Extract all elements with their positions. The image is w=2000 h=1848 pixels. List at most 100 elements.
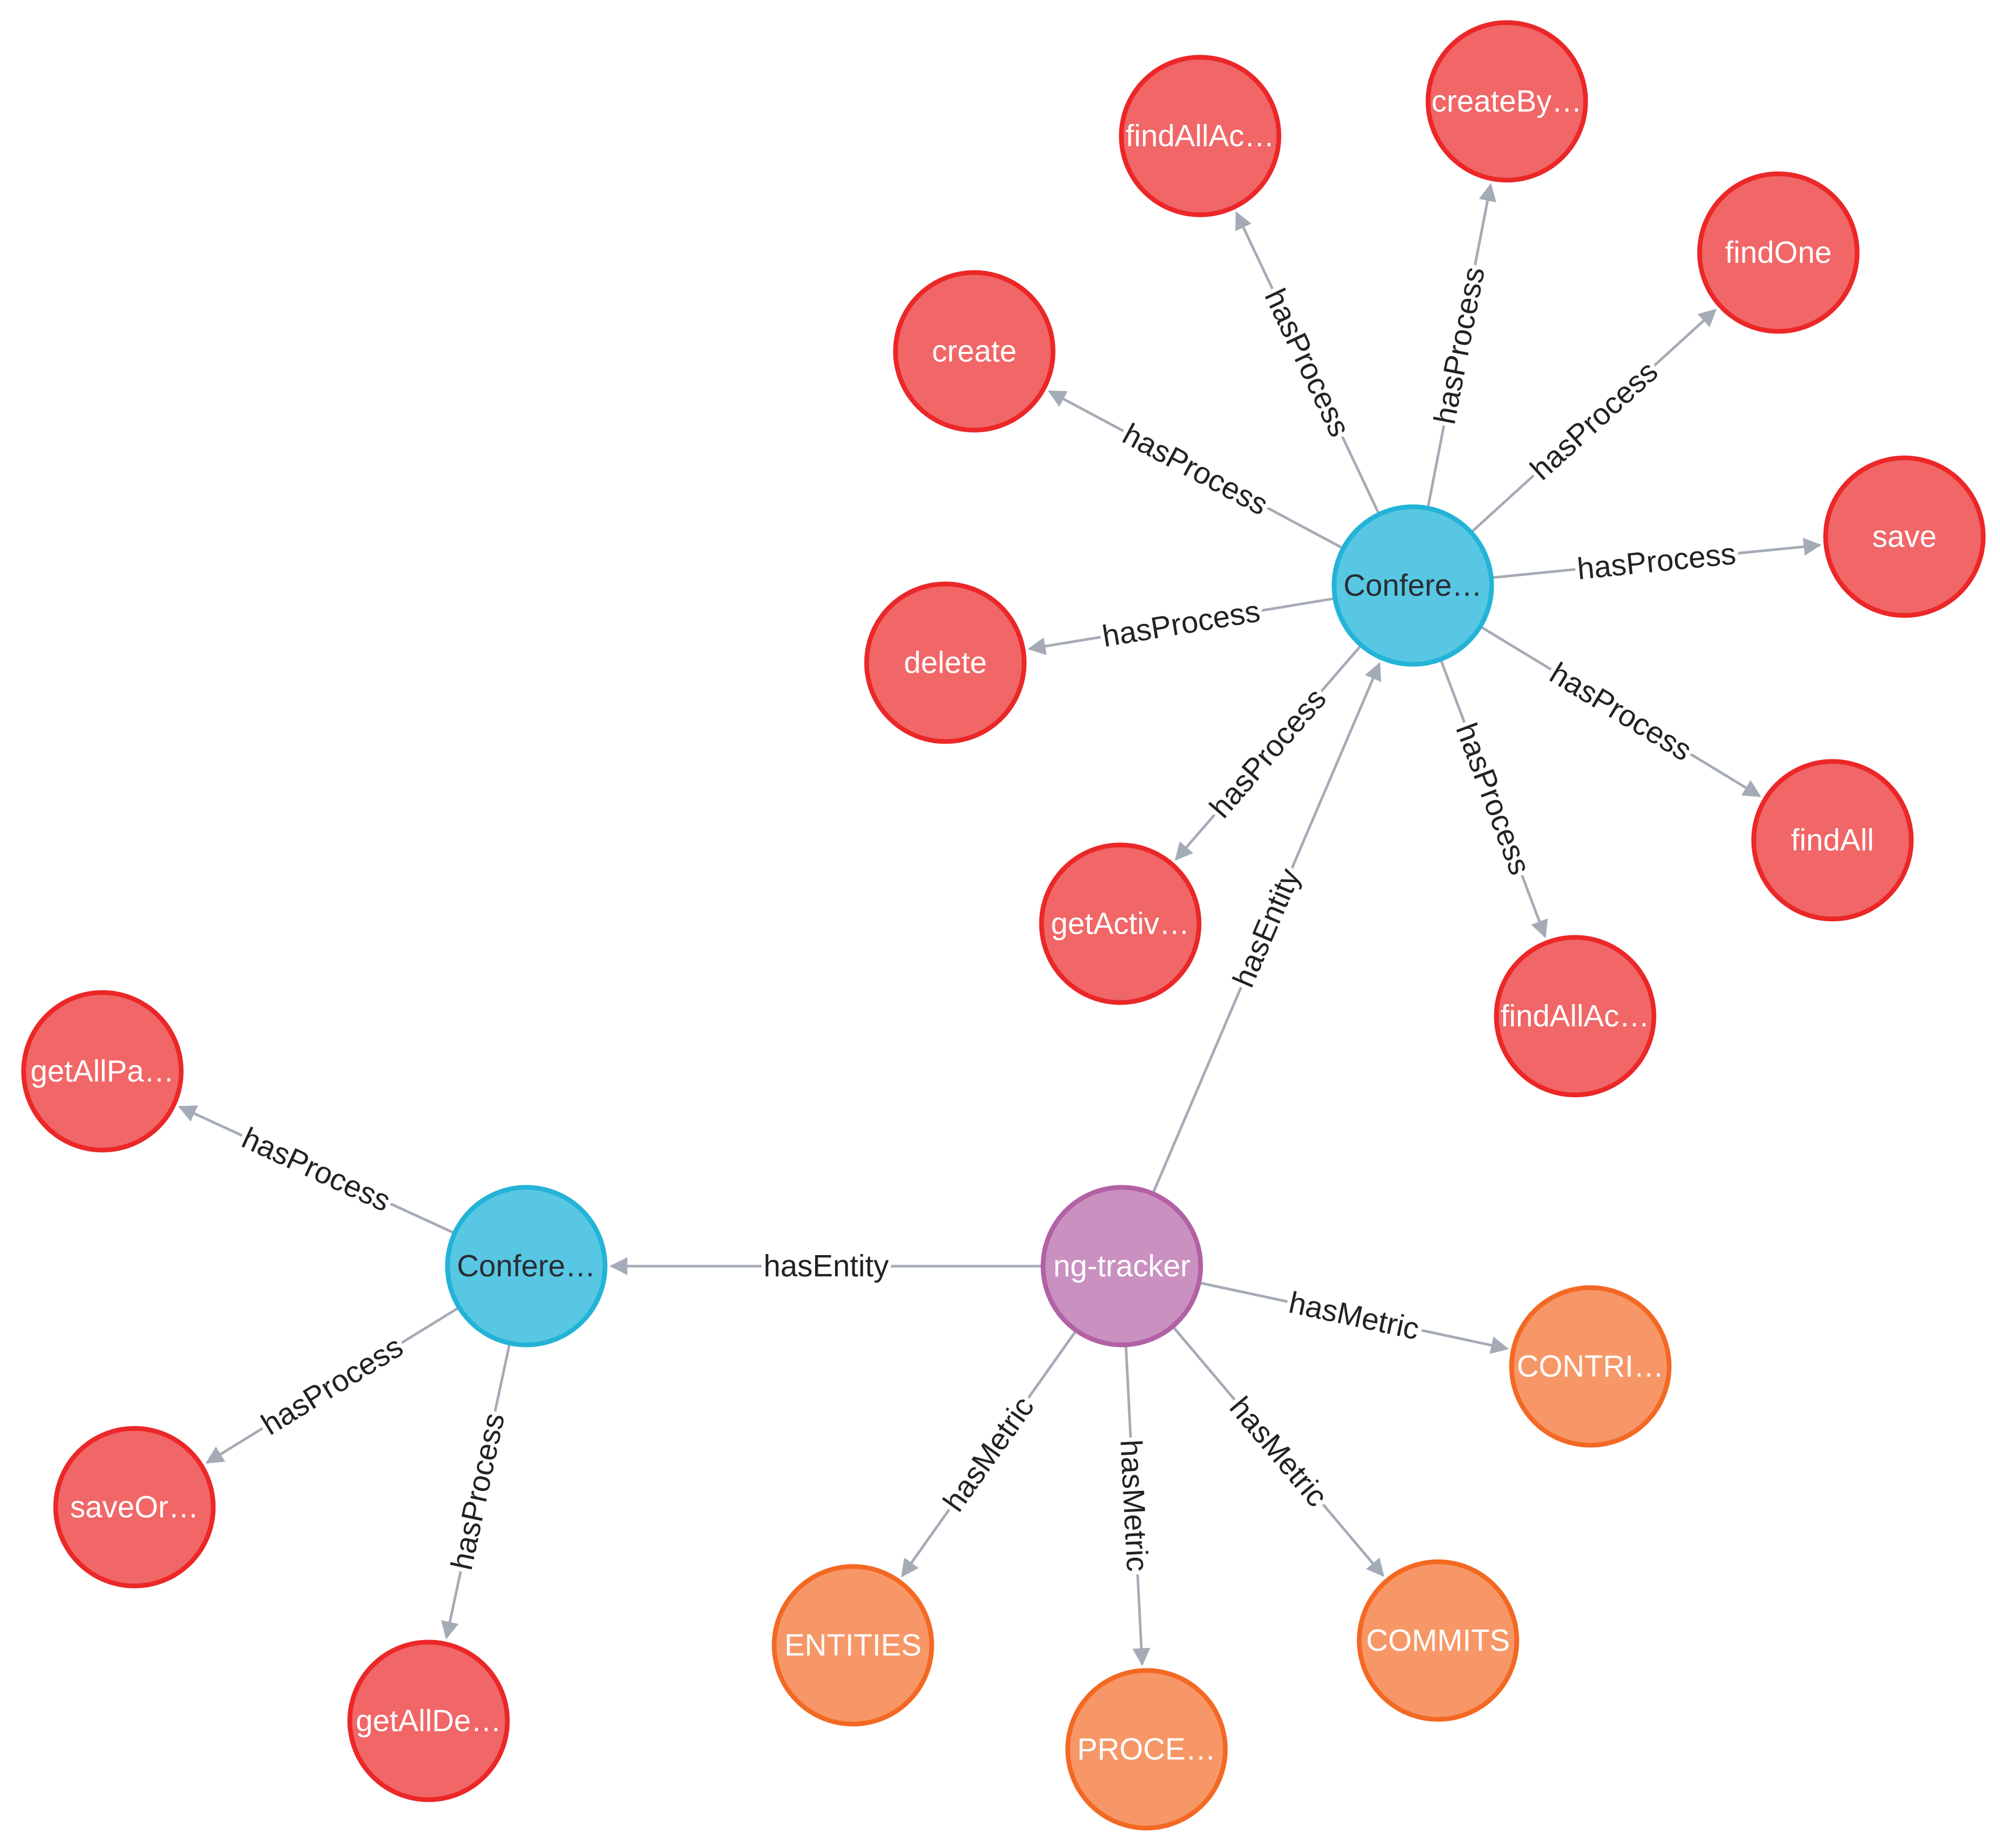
node-p-findone[interactable]: findOne (1697, 171, 1860, 334)
edge-ng-tracker-to-m-proce[interactable]: hasMetric (1109, 1346, 1159, 1666)
edge-line[interactable] (1124, 1346, 1151, 1666)
node-p-delete[interactable]: delete (864, 581, 1027, 744)
node-label: delete (904, 646, 987, 680)
node-p-findallac-2[interactable]: findAllAc… (1494, 935, 1657, 1098)
metric-node-circle[interactable] (1357, 1559, 1519, 1722)
node-p-createby[interactable]: createBy… (1425, 20, 1588, 183)
edge-entity-b-to-p-getallde[interactable]: hasProcess (440, 1345, 515, 1640)
process-node-circle[interactable] (347, 1640, 510, 1802)
node-p-getallpa[interactable]: getAllPa… (21, 990, 184, 1153)
node-entity-b[interactable]: Confere… (445, 1185, 608, 1348)
node-p-findall[interactable]: findAll (1751, 759, 1914, 922)
node-m-entities[interactable]: ENTITIES (772, 1564, 934, 1727)
edge-entity-a-to-p-createby[interactable]: hasProcess (1423, 183, 1496, 507)
edge-entity-a-to-p-delete[interactable]: hasProcess (1027, 590, 1334, 658)
edge-line[interactable] (1493, 538, 1822, 579)
node-label: COMMITS (1366, 1624, 1510, 1658)
project-node-circle[interactable] (1040, 1185, 1203, 1348)
edge-label: hasEntity (1226, 863, 1307, 992)
edge-label: hasProcess (1449, 718, 1537, 879)
edge-entity-a-to-p-create[interactable]: hasProcess (1047, 390, 1342, 549)
node-label: PROCE… (1077, 1732, 1216, 1767)
process-node-circle[interactable] (21, 990, 184, 1153)
node-p-save[interactable]: save (1823, 455, 1986, 618)
process-node-circle[interactable] (1494, 935, 1657, 1098)
edge-line[interactable] (901, 1331, 1076, 1578)
edge-line[interactable] (1027, 597, 1334, 655)
process-node-circle[interactable] (1425, 20, 1588, 183)
node-m-proce[interactable]: PROCE… (1065, 1668, 1228, 1831)
process-node-circle[interactable] (1697, 171, 1860, 334)
process-node-circle[interactable] (1823, 455, 1986, 618)
process-node-circle[interactable] (1039, 842, 1202, 1005)
edge-label: hasProcess (1117, 417, 1274, 522)
edge-entity-a-to-p-findone[interactable]: hasProcess (1472, 308, 1717, 533)
entity-node-circle[interactable] (445, 1185, 608, 1348)
edge-entity-a-to-p-save[interactable]: hasProcess (1493, 533, 1822, 590)
entity-node-circle[interactable] (1331, 504, 1494, 667)
process-node-circle[interactable] (1751, 759, 1914, 922)
process-node-circle[interactable] (53, 1426, 216, 1589)
edge-line[interactable] (441, 1345, 511, 1640)
node-entity-a[interactable]: Confere… (1331, 504, 1494, 667)
node-label: findAllAc… (1501, 999, 1650, 1033)
metric-node-circle[interactable] (772, 1564, 934, 1727)
edge-line[interactable] (205, 1307, 459, 1464)
node-p-getallde[interactable]: getAllDe… (347, 1640, 510, 1802)
node-label: getActiv… (1051, 907, 1190, 941)
edge-line[interactable] (1426, 183, 1496, 507)
edge-ng-tracker-to-entity-b[interactable]: hasEntity (609, 1245, 1041, 1288)
edge-label: hasProcess (1544, 656, 1698, 768)
edge-line[interactable] (1440, 661, 1548, 938)
edge-entity-a-to-p-findallac-1[interactable]: hasProcess (1235, 211, 1380, 513)
node-label: createBy… (1432, 85, 1582, 119)
metric-node-circle[interactable] (1509, 1285, 1672, 1448)
edge-label: hasProcess (1428, 264, 1492, 427)
node-ng-tracker[interactable]: ng-tracker (1040, 1185, 1203, 1348)
node-p-findallac-1[interactable]: findAllAc… (1119, 55, 1282, 217)
edge-entity-b-to-p-getallpa[interactable]: hasProcess (178, 1105, 454, 1234)
nodes-layer: ng-tracker Confere… Confere… findAllAc… crea… (21, 20, 1986, 1831)
node-m-contri[interactable]: CONTRI… (1509, 1285, 1672, 1448)
edge-label: hasEntity (764, 1249, 889, 1283)
edge-line[interactable] (1047, 390, 1342, 549)
edge-line[interactable] (1481, 626, 1762, 798)
node-label: getAllPa… (30, 1054, 174, 1089)
edge-entity-a-to-p-getactiv[interactable]: hasProcess (1174, 645, 1361, 861)
edge-line[interactable] (1173, 1327, 1384, 1577)
node-label: findAll (1791, 823, 1874, 858)
edge-label: hasProcess (1576, 537, 1737, 587)
edge-label: hasMetric (936, 1390, 1040, 1518)
node-label: Confere… (457, 1249, 596, 1283)
edge-entity-a-to-p-findall[interactable]: hasProcess (1481, 626, 1762, 798)
process-node-circle[interactable] (1119, 55, 1282, 217)
edge-line[interactable] (1201, 1281, 1509, 1354)
metric-node-circle[interactable] (1065, 1668, 1228, 1831)
node-p-create[interactable]: create (893, 270, 1056, 433)
edge-entity-a-to-p-findallac-2[interactable]: hasProcess (1440, 661, 1548, 938)
edge-ng-tracker-to-m-contri[interactable]: hasMetric (1201, 1281, 1509, 1354)
node-label: create (932, 335, 1016, 369)
edge-ng-tracker-to-m-entities[interactable]: hasMetric (901, 1331, 1076, 1578)
edge-line[interactable] (178, 1105, 454, 1234)
edge-label: hasProcess (255, 1329, 409, 1442)
node-m-commits[interactable]: COMMITS (1357, 1559, 1519, 1722)
edge-line[interactable] (1174, 645, 1361, 861)
edge-line[interactable] (1472, 308, 1717, 533)
edge-label: hasProcess (1524, 354, 1664, 487)
process-node-circle[interactable] (893, 270, 1056, 433)
node-p-getactiv[interactable]: getActiv… (1039, 842, 1202, 1005)
process-node-circle[interactable] (864, 581, 1027, 744)
edge-line[interactable] (1152, 662, 1381, 1193)
node-label: saveOr… (70, 1490, 199, 1525)
edge-line[interactable] (1235, 211, 1380, 513)
node-label: findAllAc… (1126, 119, 1275, 153)
node-label: Confere… (1343, 569, 1482, 603)
edge-entity-b-to-p-saveor[interactable]: hasProcess (205, 1307, 459, 1464)
node-label: CONTRI… (1517, 1350, 1664, 1384)
edge-label: hasMetric (1286, 1286, 1422, 1346)
edge-label: hasMetric (1113, 1439, 1154, 1572)
node-p-saveor[interactable]: saveOr… (53, 1426, 216, 1589)
edge-ng-tracker-to-m-commits[interactable]: hasMetric (1173, 1327, 1384, 1577)
